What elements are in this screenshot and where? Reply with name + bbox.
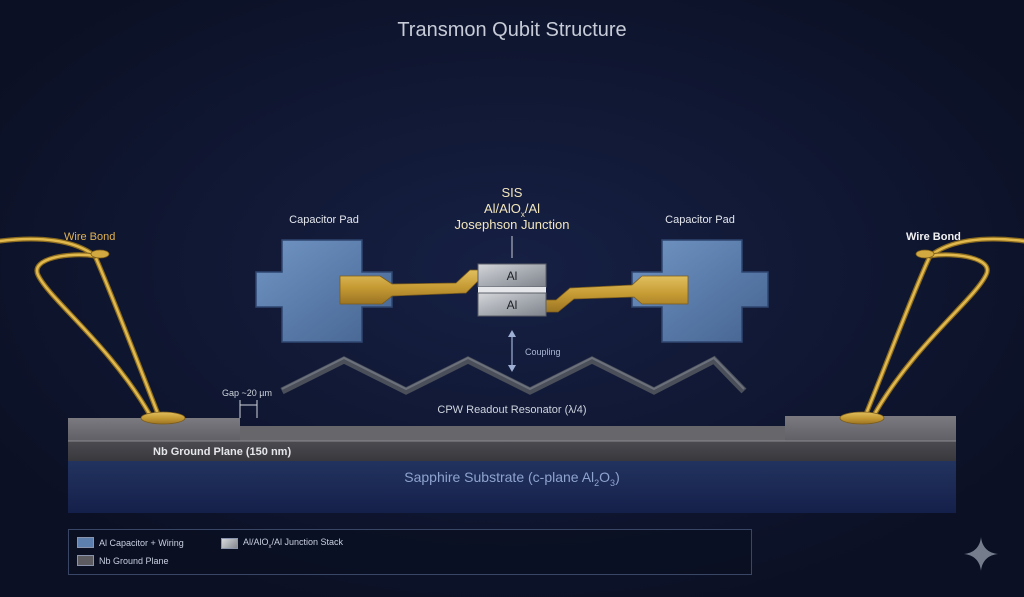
cpw-resonator xyxy=(280,355,747,395)
junction-label-line3: Josephson Junction xyxy=(455,217,570,232)
ground-plane-label: Nb Ground Plane (150 nm) xyxy=(153,446,291,458)
ground-plane-left-top xyxy=(68,418,240,441)
wire-bond-left-label: Wire Bond xyxy=(64,231,115,243)
al-top-label: Al xyxy=(507,269,518,283)
substrate-label: Sapphire Substrate (c-plane Al2O3) xyxy=(404,469,619,488)
page-title: Transmon Qubit Structure xyxy=(397,19,626,41)
ground-plane-right-top xyxy=(785,416,956,441)
legend: Al Capacitor + Wiring Al/AlOx/Al Junctio… xyxy=(68,529,752,575)
gap-marker xyxy=(239,400,258,418)
junction-label-line1: SIS xyxy=(502,185,523,200)
legend-item-junction: Al/AlOx/Al Junction Stack xyxy=(221,537,343,550)
wire-bond-left xyxy=(0,236,186,425)
wire-bond-right-label: Wire Bond xyxy=(906,231,961,243)
legend-swatch-junction xyxy=(221,537,238,549)
junction-oxide-layer xyxy=(478,287,546,293)
coupling-label: Coupling xyxy=(525,347,561,357)
sapphire-substrate xyxy=(68,461,956,513)
sparkle-icon xyxy=(964,537,998,571)
legend-swatch-al-capacitor xyxy=(77,537,94,548)
cpw-resonator-highlight xyxy=(281,356,745,391)
legend-swatch-nb-ground xyxy=(77,555,94,566)
legend-label-junction: Al/AlOx/Al Junction Stack xyxy=(243,537,344,550)
legend-item-nb-ground: Nb Ground Plane xyxy=(77,555,169,566)
coupling-arrow-head-down xyxy=(508,365,516,372)
ground-plane-front xyxy=(68,441,956,461)
capacitor-pad-right xyxy=(631,239,769,343)
junction-label-line2: Al/AlOx/Al xyxy=(484,201,540,219)
wire-bond-right xyxy=(839,236,1024,425)
legend-item-al-capacitor: Al Capacitor + Wiring xyxy=(77,537,184,548)
ground-plane-center-top xyxy=(240,426,785,441)
legend-label-nb-ground: Nb Ground Plane xyxy=(99,555,169,566)
legend-label-al-capacitor: Al Capacitor + Wiring xyxy=(99,537,184,548)
coupling-arrow-head-up xyxy=(508,330,516,337)
capacitor-right-label: Capacitor Pad xyxy=(665,214,735,226)
resonator-label: CPW Readout Resonator (λ/4) xyxy=(437,404,586,416)
al-bottom-label: Al xyxy=(507,298,518,312)
capacitor-pad-left xyxy=(255,239,393,343)
gap-label: Gap ~20 µm xyxy=(222,388,272,398)
junction-al-bottom xyxy=(477,292,547,317)
wiring-right xyxy=(545,275,689,313)
capacitor-left-label: Capacitor Pad xyxy=(289,214,359,226)
